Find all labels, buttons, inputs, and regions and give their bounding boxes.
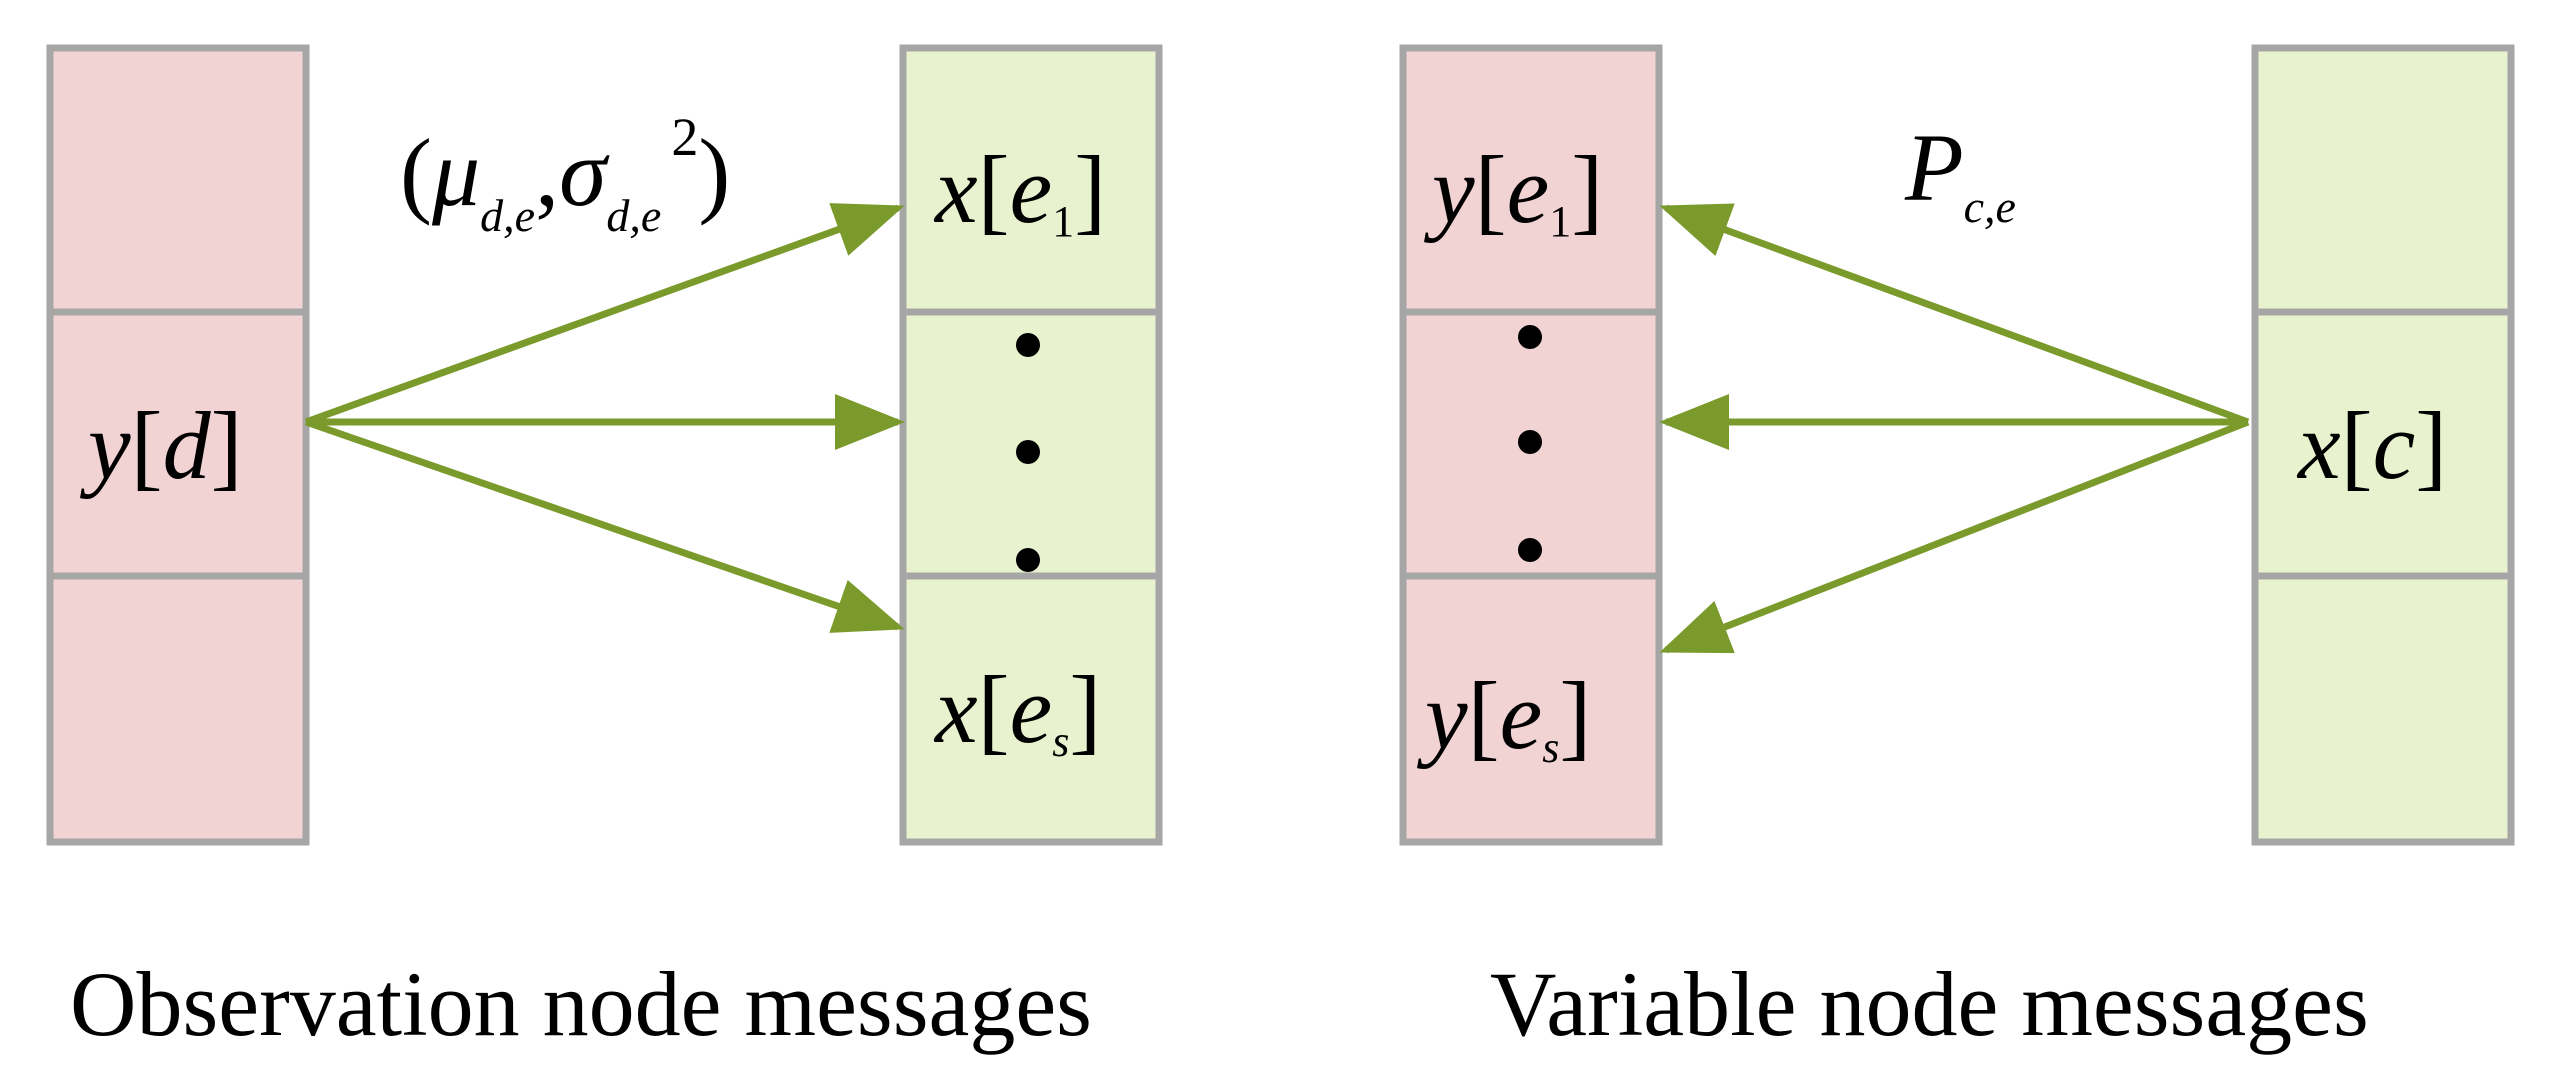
right-observation-label-first: y[e1] [1423,136,1603,246]
right-variable-column [2251,44,2515,846]
ellipsis-dot [1518,538,1542,562]
right-observation-cell-bottom [1399,572,1663,846]
observation-message-label: (μd,e,σd,e2) [400,107,730,241]
right-caption: Variable node messages [1490,953,2369,1055]
variable-cell-bottom [899,572,1163,846]
right-observation-label-last: y[es] [1416,662,1591,772]
observation-cell-bottom [46,572,310,846]
ellipsis-dot [1518,430,1542,454]
variable-arrows [1659,203,2250,654]
observation-node-label: y[d] [79,392,243,499]
ellipsis-dot [1016,548,1040,572]
variable-cell-top [899,44,1163,316]
arrow-to-right-first [1659,203,2250,426]
arrow-to-first [304,203,905,426]
observation-node-column [46,44,310,846]
observation-cell-top [46,44,310,316]
right-variable-cell-top [2251,44,2515,316]
variable-node-label-last: x[es] [933,656,1101,766]
arrow-to-right-last [1659,418,2250,654]
ellipsis-dot [1016,333,1040,357]
ellipsis-dot [1518,325,1542,349]
observation-cell-middle [46,308,310,580]
arrow-to-last [304,418,905,633]
observation-arrows [304,203,905,633]
right-observation-cell-top [1399,44,1663,316]
ellipsis-dot [1016,440,1040,464]
variable-node-label-first: x[e1] [933,136,1106,246]
right-panel: y[e1] y[es] x[c] Pc,e [1399,44,2515,1055]
right-variable-node-label: x[c] [2296,392,2447,499]
left-caption: Observation node messages [70,953,1092,1055]
left-panel: y[d] x[e1] x[es] (μd,e,σ [46,44,1163,1055]
right-variable-cell-middle [2251,308,2515,580]
variable-message-label: Pc,e [1904,114,2016,232]
variable-node-column [899,44,1163,846]
right-variable-cell-bottom [2251,572,2515,846]
variable-ellipsis-dots [1016,333,1040,572]
right-ellipsis-dots [1518,325,1542,562]
